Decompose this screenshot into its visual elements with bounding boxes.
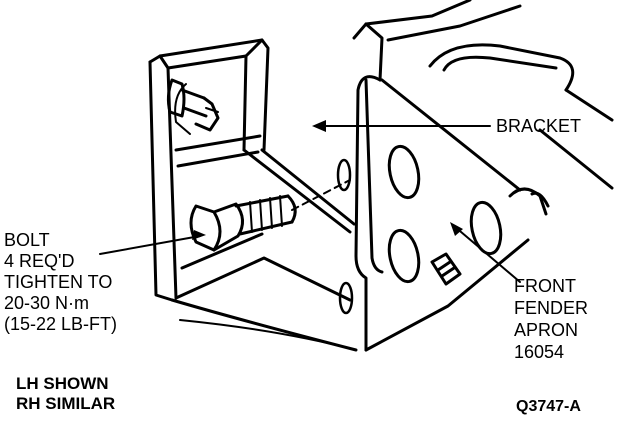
bolt-label-line-2: 4 REQ'D (4, 251, 75, 271)
main-bolt (189, 194, 297, 252)
apron-label-line-1: FRONT (514, 276, 576, 296)
bolt-label-line-3: TIGHTEN TO (4, 272, 113, 292)
leader-lines (99, 125, 521, 283)
bracket-flange (170, 148, 358, 352)
bolt-arrowhead (192, 230, 206, 240)
fender-apron-panel (352, 0, 614, 352)
bolt-label-line-1: BOLT (4, 230, 50, 250)
note-line-2: RH SIMILAR (16, 394, 116, 413)
bracket-arrowhead (312, 120, 326, 132)
apron-label-line-3: APRON (514, 320, 579, 340)
apron-label-line-2: FENDER (514, 298, 589, 318)
apron-mounting-bolt (430, 252, 462, 286)
bracket-label: BRACKET (496, 116, 582, 136)
apron-arrowhead (450, 222, 463, 236)
bolt-label-line-5: (15-22 LB-FT) (4, 314, 118, 334)
figure-reference-code: Q3747-A (516, 398, 581, 415)
apron-label-line-4: 16054 (514, 342, 565, 362)
note-line-1: LH SHOWN (16, 374, 109, 393)
bracket-plate-left (148, 38, 270, 302)
bolt-label-line-4: 20-30 N·m (4, 293, 90, 313)
upper-mounting-bolt (166, 78, 220, 132)
bolt-alignment-line (291, 179, 351, 211)
panel-holes (336, 144, 550, 315)
